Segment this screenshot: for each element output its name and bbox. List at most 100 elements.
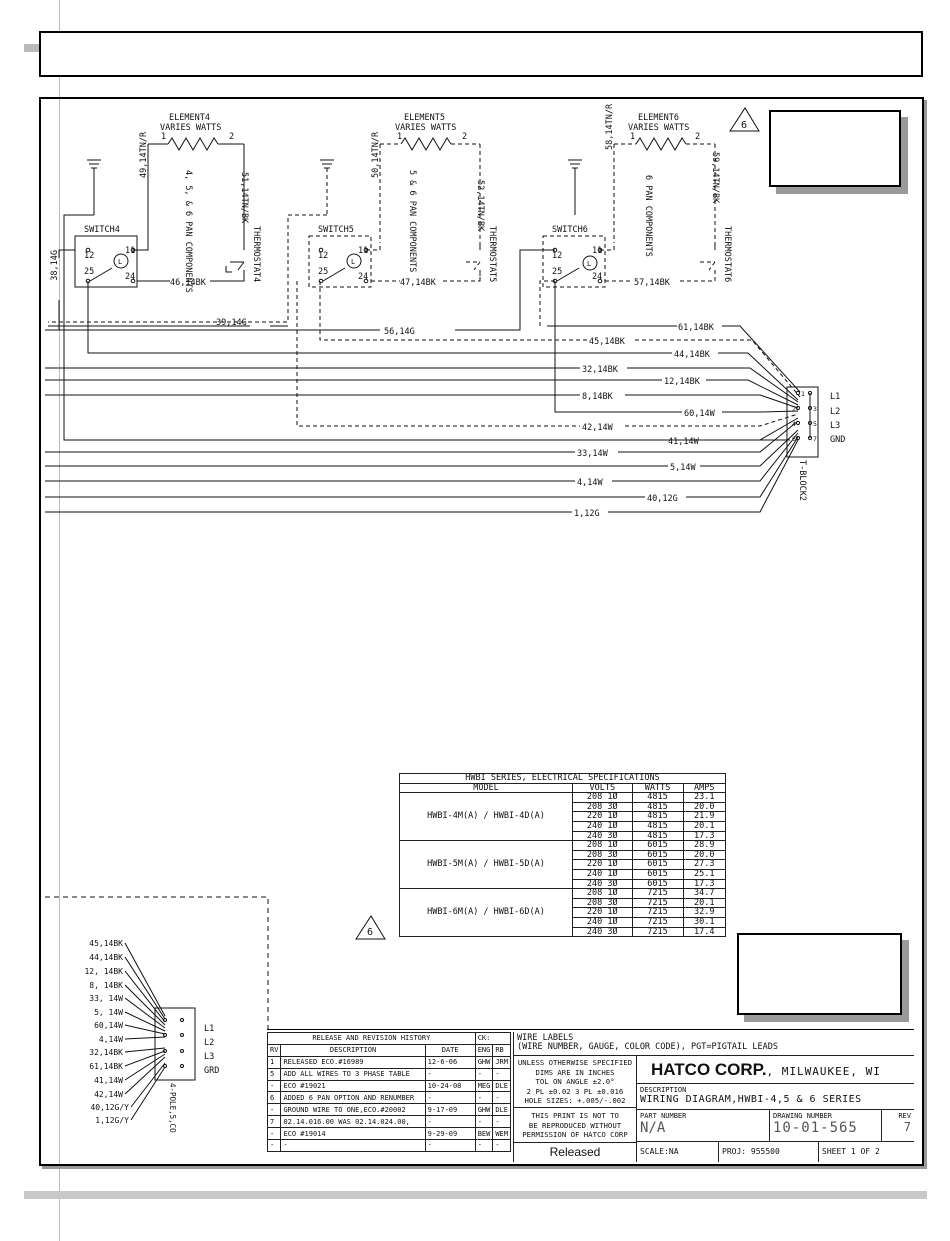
switch4-lamp: L [118,258,122,266]
inset-wire-2: 44,14BK [89,953,123,962]
rev-value: 7 [903,1120,911,1134]
electrical-spec-table: HWBI SERIES, ELECTRICAL SPECIFICATIONS M… [399,773,727,938]
inset-l2: L2 [204,1038,214,1048]
wire-59: 59,14TN/BK [710,152,720,204]
drawing-number-value: 10-01-565 [773,1120,858,1136]
wire-38: 38,14G [50,250,60,281]
history-cell: - [474,1139,494,1152]
thermostat6-symbol [700,242,716,281]
history-cell: - [266,1139,282,1152]
wire-61: 61,14BK [678,323,715,333]
history-cell: 5 [266,1067,282,1081]
company-name: HATCO CORP. [651,1060,767,1079]
spec-cell: 4815 [631,792,684,803]
switch4-label: SWITCH4 [84,225,120,235]
history-cell: WEM [492,1127,511,1141]
history-cell: 7 [266,1115,282,1129]
wire-60: 60,14W [684,409,716,419]
wire-40: 40,12G [647,494,678,504]
inset-wire-7: 60,14W [94,1021,123,1030]
wire-labels-desc: (WIRE NUMBER, GAUGE, COLOR CODE), PGT=PI… [517,1042,778,1052]
history-cell: - [492,1067,511,1081]
ground-symbol-1 [87,159,101,215]
element5-pin1: 1 [397,132,402,142]
history-row: ----- [266,1139,511,1152]
history-cell: - [474,1115,494,1129]
history-cell: GHW [474,1103,494,1117]
history-cell: - [492,1139,511,1152]
tblock-l1: L1 [830,392,840,402]
tolerance-line: UNLESS OTHERWISE SPECIFIED [517,1058,633,1067]
revision-marker-mid: 6 [367,927,373,938]
wire-5: 5,14W [670,463,696,473]
inset-wire-12: 42,14W [94,1090,123,1099]
spec-model-4: HWBI-4M(A) / HWBI-4D(A) [399,792,573,842]
revision-marker-top: 6 [741,120,747,131]
spec-cell: 240 1Ø [572,868,633,880]
history-header-desc: DESCRIPTION [280,1043,426,1057]
wire-labels-title: WIRE LABELS [517,1033,574,1043]
ground-symbol-2 [320,159,334,169]
pan-note-6: 6 PAN COMPONENTS [643,175,653,257]
switch6-pin12: 12 [552,251,562,261]
bottom-gray-bar [24,1191,927,1199]
history-header-date: DATE [424,1043,476,1057]
tblock-pin5: 5 [813,420,817,428]
spec-cell: 220 1Ø [572,859,633,870]
spec-cell: 240 1Ø [572,916,633,928]
switch4-box [74,235,138,288]
element5-resistor [400,137,452,151]
wire-4: 4,14W [577,478,603,488]
wire-46: 46,14BK [170,278,207,288]
permission-box: THIS PRINT IS NOT TO BE REPRODUCED WITHO… [513,1108,636,1143]
inset-frame [45,896,269,1030]
spec-model-6: HWBI-6M(A) / HWBI-6D(A) [399,888,573,938]
project-box: PROJ: 955500 [718,1142,818,1162]
tblock2-box [786,386,819,458]
tblock-pin1: 1 [801,390,805,398]
element6-pin1: 1 [630,132,635,142]
switch5-box [308,235,372,288]
top-gray-tab [24,44,40,52]
inset-wire-10: 61,14BK [89,1062,123,1071]
history-cell: ADDED 6 PAN OPTION AND RENUMBER [280,1091,426,1105]
permission-line: THIS PRINT IS NOT TO [531,1111,619,1120]
history-cell: - [280,1139,426,1152]
wire-33: 33,14W [577,449,609,459]
spec-cell: 208 1Ø [572,840,633,851]
spec-cell: 7215 [631,926,684,938]
element6-pin2: 2 [695,132,700,142]
tblock-pin4: 4 [792,420,796,428]
wire-41: 41,14W [668,437,700,447]
note-box-bottom [737,933,902,1015]
left-margin-line [59,0,60,1241]
switch6-pin11: 11 [592,246,602,256]
switch5-pin24: 24 [358,272,368,282]
switch6-label: SWITCH6 [552,225,588,235]
history-cell: - [474,1091,494,1105]
history-cell: DLE [492,1079,511,1093]
inset-wire-6: 5, 14W [94,1008,123,1017]
history-cell: - [266,1079,282,1093]
spec-cell: 23.1 [682,792,727,803]
history-cell: GHW [474,1055,494,1069]
history-cell: - [266,1127,282,1141]
wire-52: 52,14TN/BK [475,180,485,232]
spec-cell: 6015 [631,868,684,880]
wire-8: 8,14BK [582,392,614,402]
spec-cell: 17.4 [682,926,727,938]
inset-wire-13: 40,12G/Y [90,1103,129,1112]
history-cell: - [474,1067,494,1081]
spec-cell: 220 1Ø [572,907,633,918]
history-header-eng: ENG [474,1043,494,1057]
drawing-number-box: DRAWING NUMBER 10-01-565 [769,1110,881,1142]
history-cell: - [266,1103,282,1117]
description-value: WIRING DIAGRAM,HWBI-4,5 & 6 SERIES [640,1094,862,1105]
history-cell: 9-29-09 [424,1127,476,1141]
scale-box: SCALE:NA [636,1142,718,1162]
element6-resistor [635,137,687,151]
history-cell: 10-24-08 [424,1079,476,1093]
history-cell: - [492,1115,511,1129]
thermostat6-label: THERMOSTAT6 [722,226,732,282]
